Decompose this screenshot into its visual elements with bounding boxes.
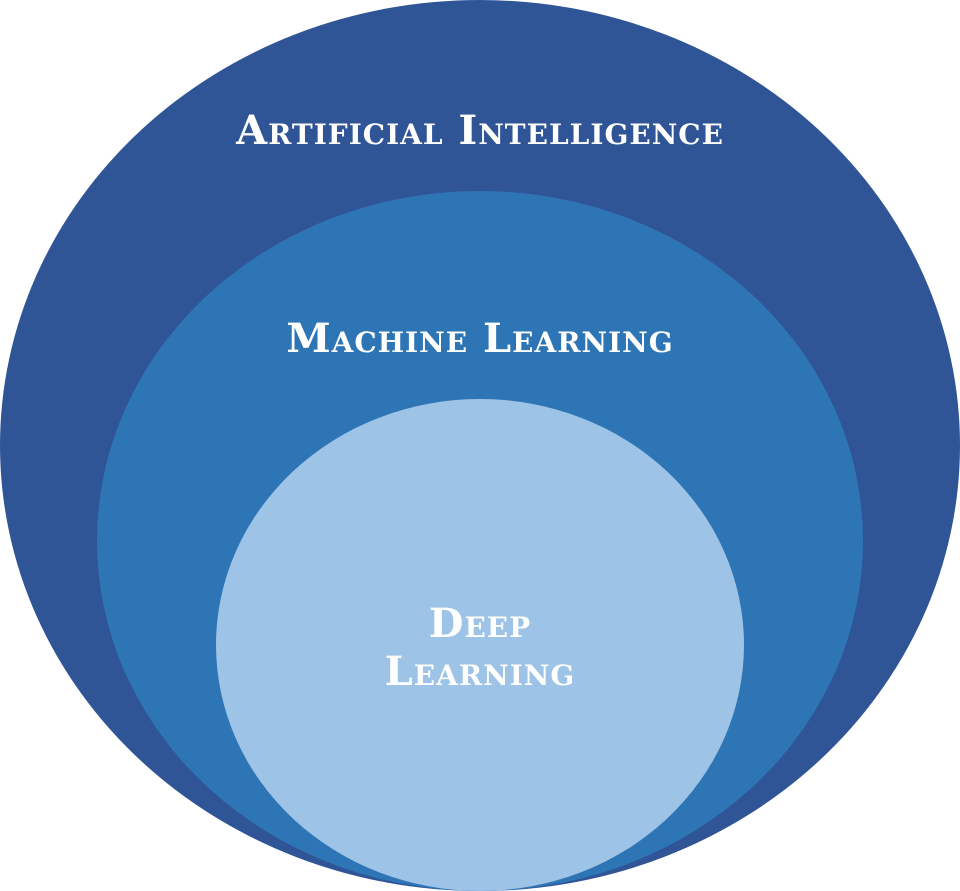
dl-ellipse [216, 399, 744, 891]
ml-label: Machine Learning [286, 315, 674, 362]
dl-label-line1: Deep [428, 600, 532, 647]
ai-label: Artificial Intelligence [236, 107, 724, 154]
dl-label: Deep Learning [0, 600, 960, 696]
dl-label-line2: Learning [384, 648, 576, 695]
